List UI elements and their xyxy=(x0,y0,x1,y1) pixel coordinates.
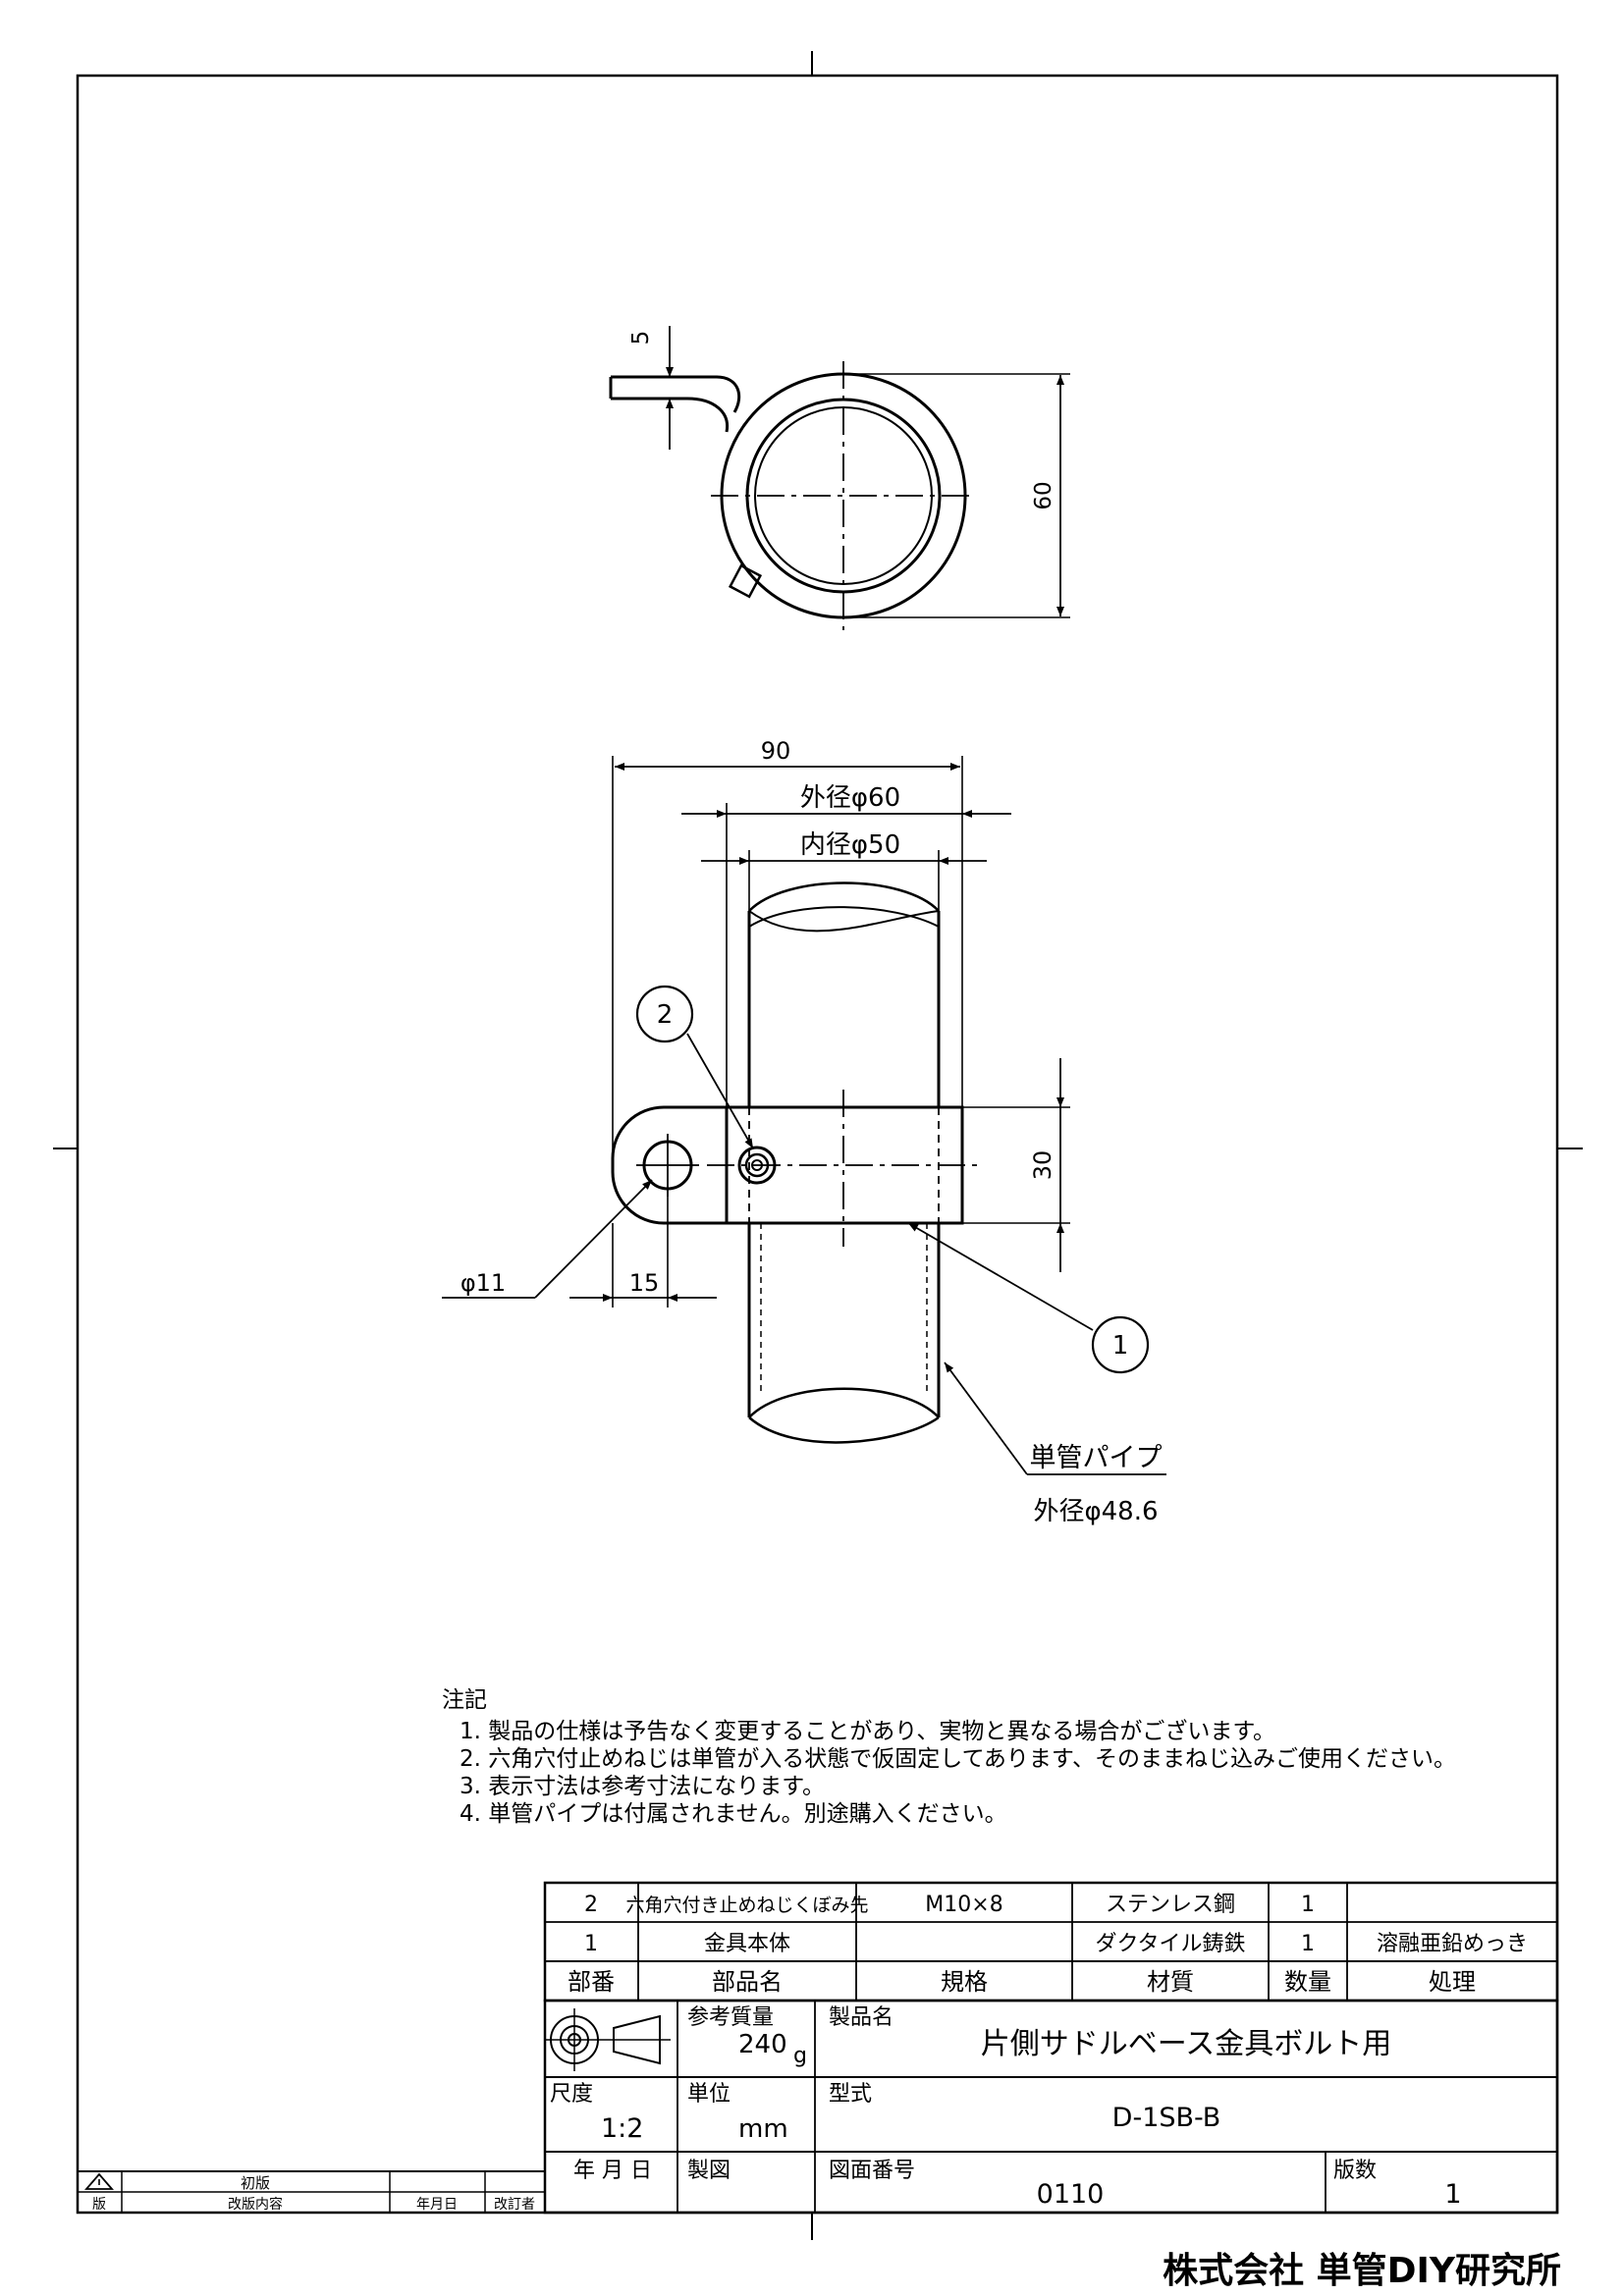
note-item: 3. 表示寸法は参考寸法になります。 xyxy=(460,1774,825,1799)
unit-label: 単位 xyxy=(687,2082,731,2107)
edition-label: 版数 xyxy=(1333,2159,1377,2183)
mass-label: 参考質量 xyxy=(687,2005,774,2030)
pipe-od-label: 外径φ48.6 xyxy=(1033,1497,1158,1526)
notes: 注記 1. 製品の仕様は予告なく変更することがあり、実物と異なる場合がございます… xyxy=(442,1686,1456,1828)
balloon-1-label: 1 xyxy=(1112,1331,1129,1361)
parts-row-2-qty: 1 xyxy=(1301,1893,1315,1917)
model-value: D-1SB-B xyxy=(1112,2103,1221,2133)
parts-header-name: 部品名 xyxy=(712,1968,783,1996)
product-name-label: 製品名 xyxy=(829,2005,893,2030)
dim-hole-label: φ11 xyxy=(460,1269,506,1297)
mass-unit: g xyxy=(793,2044,807,2068)
unit-value: mm xyxy=(738,2114,788,2144)
product-name: 片側サドルベース金具ボルト用 xyxy=(981,2027,1392,2061)
mass-value: 240 xyxy=(738,2030,787,2059)
top-view xyxy=(609,326,1070,630)
parts-row-1-finish: 溶融亜鉛めっき xyxy=(1377,1932,1528,1956)
dim-width-label: 90 xyxy=(761,737,791,765)
parts-row-2-spec: M10×8 xyxy=(925,1893,1002,1917)
front-view xyxy=(442,756,1166,1475)
drawing-number: 0110 xyxy=(1037,2179,1105,2210)
date-label: 年 月 日 xyxy=(573,2159,652,2183)
revision-col-rev: 版 xyxy=(92,2197,106,2213)
revision-block-grid xyxy=(77,2170,546,2214)
scale-value: 1:2 xyxy=(601,2113,643,2144)
title-block-grid xyxy=(543,1999,1559,2215)
note-item: 4. 単管パイプは付属されません。別途購入ください。 xyxy=(460,1801,1007,1827)
dim-outer-diameter-label: 外径φ60 xyxy=(800,783,900,813)
parts-row-2-no: 2 xyxy=(584,1893,598,1917)
scale-label: 尺度 xyxy=(550,2082,593,2107)
revision-first-edition: 初版 xyxy=(241,2174,270,2192)
revision-col-reviser: 改訂者 xyxy=(494,2197,535,2213)
parts-row-1-qty: 1 xyxy=(1301,1932,1315,1956)
dim-inner-diameter-label: 内径φ50 xyxy=(800,830,900,860)
edition-value: 1 xyxy=(1444,2179,1461,2210)
dim-offset-label: 15 xyxy=(629,1269,660,1297)
revision-col-content: 改版内容 xyxy=(228,2196,283,2213)
dim-band-width-label: 30 xyxy=(1029,1150,1056,1181)
note-item: 2. 六角穴付止めねじは単管が入る状態で仮固定してあります、そのままねじ込みご使… xyxy=(460,1746,1457,1772)
dim-thickness-label: 5 xyxy=(628,331,654,346)
parts-row-2-material: ステンレス鋼 xyxy=(1106,1893,1235,1917)
parts-header-material: 材質 xyxy=(1147,1968,1194,1996)
balloon-2-label: 2 xyxy=(657,1000,674,1030)
drawn-label: 製図 xyxy=(687,2159,731,2183)
notes-title: 注記 xyxy=(442,1687,487,1713)
parts-header-spec: 規格 xyxy=(941,1968,988,1996)
pipe-label: 単管パイプ xyxy=(1030,1443,1163,1473)
dim-height-label: 60 xyxy=(1031,481,1056,509)
parts-row-1-material: ダクタイル鋳鉄 xyxy=(1095,1932,1245,1956)
parts-row-1-no: 1 xyxy=(584,1932,598,1956)
parts-row-1-name: 金具本体 xyxy=(704,1932,790,1956)
company-name: 株式会社 単管DIY研究所 xyxy=(1163,2251,1561,2291)
model-label: 型式 xyxy=(829,2082,872,2107)
projection-symbol-icon xyxy=(545,2008,671,2071)
drawing-number-label: 図面番号 xyxy=(829,2159,915,2183)
parts-header-no: 部番 xyxy=(568,1968,615,1996)
parts-row-2-name: 六角穴付き止めねじくぼみ先 xyxy=(625,1895,868,1916)
revision-triangle-icon xyxy=(84,2172,114,2190)
note-item: 1. 製品の仕様は予告なく変更することがあり、実物と異なる場合がございます。 xyxy=(460,1719,1276,1744)
revision-col-date: 年月日 xyxy=(416,2197,458,2213)
parts-header-finish: 処理 xyxy=(1429,1968,1476,1996)
parts-header-qty: 数量 xyxy=(1284,1968,1331,1996)
